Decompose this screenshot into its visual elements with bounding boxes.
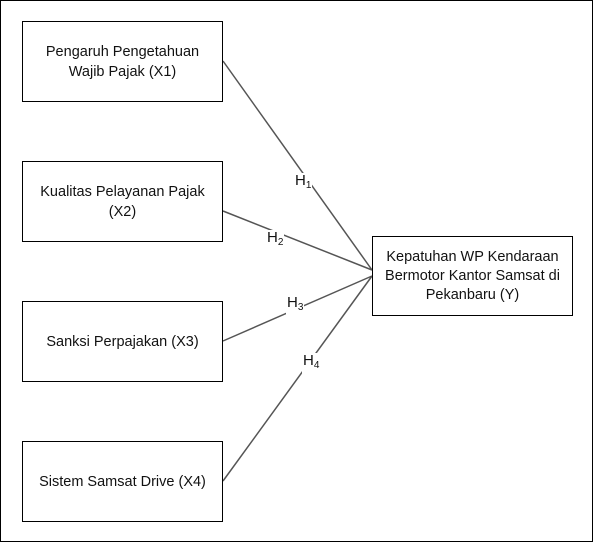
- hypothesis-label-h1: H1: [294, 173, 313, 194]
- variable-label-x2: Kualitas Pelayanan Pajak (X2): [40, 183, 205, 220]
- variable-label-x4: Sistem Samsat Drive (X4): [39, 473, 206, 490]
- variable-box-y: Kepatuhan WP Kendaraan Bermotor Kantor S…: [372, 236, 573, 316]
- arrow-x4-to-y: [222, 275, 373, 482]
- arrow-x2-to-y: [222, 210, 373, 271]
- hypothesis-label-h2: H2: [266, 230, 285, 251]
- variable-box-x2: Kualitas Pelayanan Pajak (X2): [22, 161, 223, 242]
- variable-box-x1: Pengaruh Pengetahuan Wajib Pajak (X1): [22, 21, 223, 102]
- hypothesis-label-h4: H4: [302, 353, 321, 374]
- variable-label-x3: Sanksi Perpajakan (X3): [46, 333, 199, 350]
- variable-label-x1: Pengaruh Pengetahuan Wajib Pajak (X1): [45, 43, 200, 80]
- variable-label-y: Kepatuhan WP Kendaraan Bermotor Kantor S…: [385, 248, 560, 303]
- arrow-x1-to-y: [222, 60, 373, 271]
- hypothesis-label-h3: H3: [286, 295, 305, 316]
- variable-box-x3: Sanksi Perpajakan (X3): [22, 301, 223, 382]
- variable-box-x4: Sistem Samsat Drive (X4): [22, 441, 223, 522]
